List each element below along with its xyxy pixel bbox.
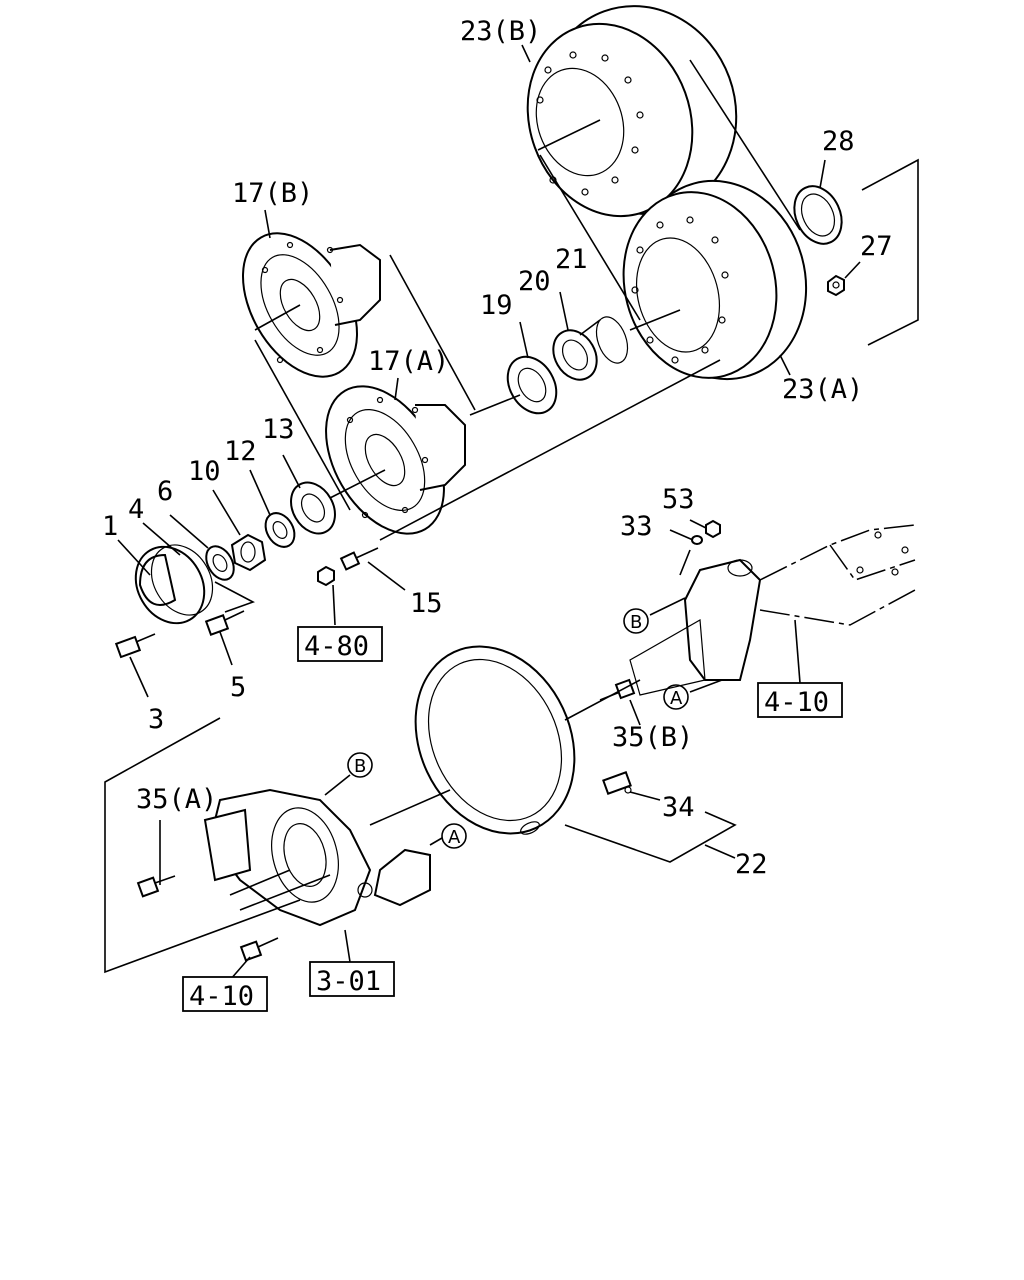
reference-box-4-10-right[interactable]: 4-10	[757, 682, 843, 718]
callout-19: 19	[480, 290, 513, 321]
backing-plate-22[interactable]	[386, 620, 604, 859]
callout-27: 27	[860, 231, 893, 262]
callout-53: 53	[662, 484, 695, 515]
callout-17b: 17(B)	[232, 178, 313, 209]
steering-knuckle-3-01[interactable]	[203, 788, 431, 927]
callout-21: 21	[555, 244, 588, 275]
callout-15: 15	[410, 588, 443, 619]
reference-label: 4-10	[189, 981, 254, 1012]
svg-text:B: B	[354, 756, 366, 777]
nut-15[interactable]	[317, 565, 335, 587]
svg-text:B: B	[630, 612, 642, 633]
bearing-19[interactable]	[498, 348, 566, 422]
bolt-3[interactable]	[114, 633, 156, 659]
callout-35b: 35(B)	[612, 722, 693, 753]
marker-b-right: B	[623, 608, 649, 634]
brake-drum-23b[interactable]	[501, 0, 765, 241]
callout-3: 3	[148, 704, 164, 735]
nut-53[interactable]	[705, 519, 721, 539]
callout-6: 6	[157, 476, 173, 507]
callout-17a: 17(A)	[368, 346, 449, 377]
callout-23b: 23(B)	[460, 16, 541, 47]
callout-23a: 23(A)	[782, 374, 863, 405]
bolt-lower[interactable]	[239, 937, 279, 962]
callout-20: 20	[518, 266, 551, 297]
axle-knuckle[interactable]	[629, 524, 916, 696]
reference-label: 4-10	[764, 687, 829, 718]
callout-labels: 23(B) 28 27 23(A) 21 20 19 17(B) 17(A) 1…	[102, 16, 893, 880]
nut-10[interactable]	[230, 533, 267, 572]
callout-5: 5	[230, 672, 246, 703]
wheel-hub-17a[interactable]	[302, 366, 469, 555]
oil-seal-28[interactable]	[785, 179, 850, 252]
marker-b-left: B	[347, 752, 373, 778]
svg-text:A: A	[448, 827, 461, 848]
bolt-35a[interactable]	[136, 875, 176, 898]
svg-text:A: A	[670, 688, 683, 709]
bolt-5[interactable]	[204, 610, 245, 636]
callout-33: 33	[620, 511, 653, 542]
washer-33[interactable]	[691, 535, 703, 545]
reference-box-4-80[interactable]: 4-80	[297, 626, 383, 662]
marker-a-right: A	[663, 684, 689, 710]
reference-box-4-10-left[interactable]: 4-10	[182, 976, 268, 1012]
bolt-35b[interactable]	[599, 678, 636, 701]
stud-bolt[interactable]	[339, 547, 379, 571]
hub-cap-1[interactable]	[122, 534, 217, 635]
brake-drum-23a[interactable]	[603, 161, 828, 398]
snap-ring-21[interactable]	[591, 313, 634, 368]
washer-12[interactable]	[260, 508, 301, 552]
callout-12: 12	[224, 436, 257, 467]
callout-4: 4	[128, 494, 144, 525]
callout-28: 28	[822, 126, 855, 157]
callout-34: 34	[662, 792, 695, 823]
leader-lines	[104, 44, 919, 981]
reference-label: 3-01	[316, 966, 381, 997]
sensor-34[interactable]	[602, 771, 632, 795]
lock-washer-6[interactable]	[201, 541, 240, 584]
marker-a-left: A	[441, 823, 467, 849]
callout-10: 10	[188, 456, 221, 487]
bearing-20[interactable]	[545, 322, 606, 387]
callout-1: 1	[102, 511, 118, 542]
gasket-4[interactable]	[139, 534, 224, 626]
callout-35a: 35(A)	[136, 784, 217, 815]
callout-22: 22	[735, 849, 768, 880]
reference-label: 4-80	[304, 631, 369, 662]
callout-13: 13	[262, 414, 295, 445]
nut-27[interactable]	[827, 274, 845, 297]
reference-box-3-01[interactable]: 3-01	[309, 961, 395, 997]
